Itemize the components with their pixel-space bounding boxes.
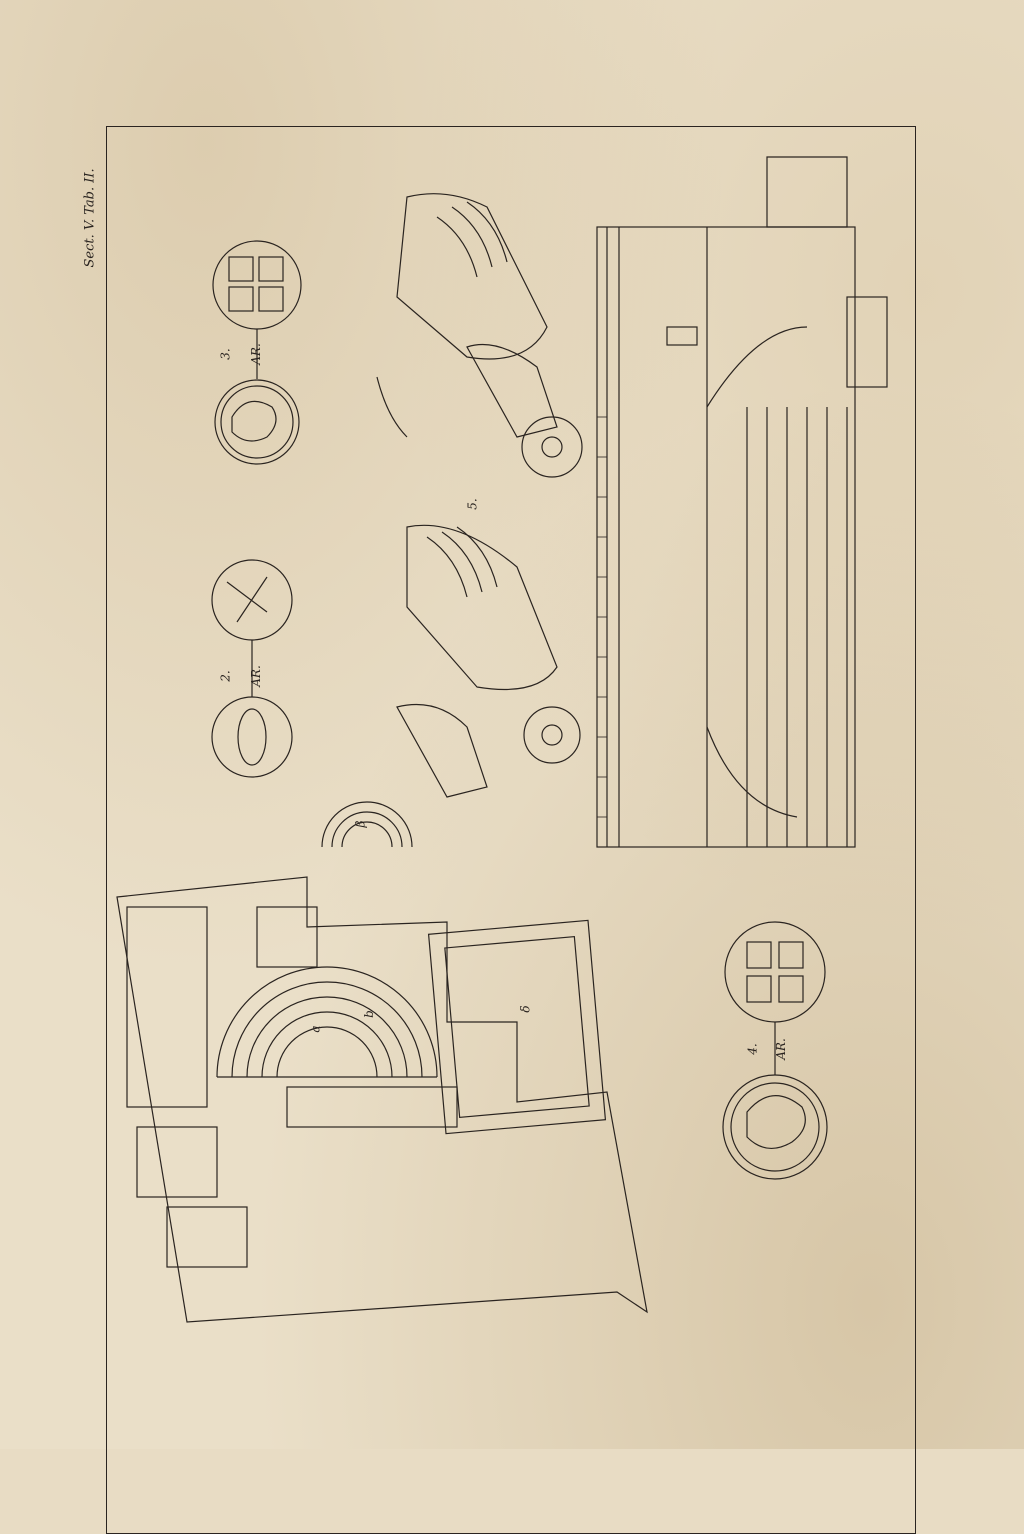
coin-2-obverse: [211, 696, 293, 778]
figure-4-metal: AR.: [773, 1038, 788, 1060]
figure-5-number: 5.: [465, 498, 480, 510]
plan-letter-delta: δ: [518, 1005, 533, 1013]
chariot-frieze: [376, 193, 583, 798]
coin-3-reverse: [212, 240, 302, 330]
coin-3-obverse: [214, 379, 300, 465]
coin-4-reverse: [724, 921, 826, 1023]
figure-2-metal: AR.: [248, 665, 263, 687]
coin-4-obverse: [722, 1074, 828, 1180]
figure-4-number: 4.: [745, 1043, 760, 1055]
figure-3-metal: AR.: [248, 343, 263, 365]
plan-letter-b: b: [361, 1010, 376, 1018]
coin-2-reverse: [211, 559, 293, 641]
engraving-drawing: [116, 156, 888, 1323]
theatre-elevation: [596, 156, 888, 848]
plan-letter-a: a: [308, 1025, 323, 1033]
plate-title-text: Sect. V. Tab. II.: [82, 168, 98, 268]
engraved-plate-frame: 3. AR. 2. AR. 5. 4. AR. a β δ b: [106, 126, 916, 1534]
plan-letter-beta: β: [353, 820, 368, 828]
elevation-dentils: [597, 416, 607, 818]
figure-3-number: 3.: [218, 348, 233, 360]
plate-title: Sect. V. Tab. II.: [70, 140, 110, 280]
figure-2-number: 2.: [218, 670, 233, 682]
site-plan: [116, 801, 648, 1323]
